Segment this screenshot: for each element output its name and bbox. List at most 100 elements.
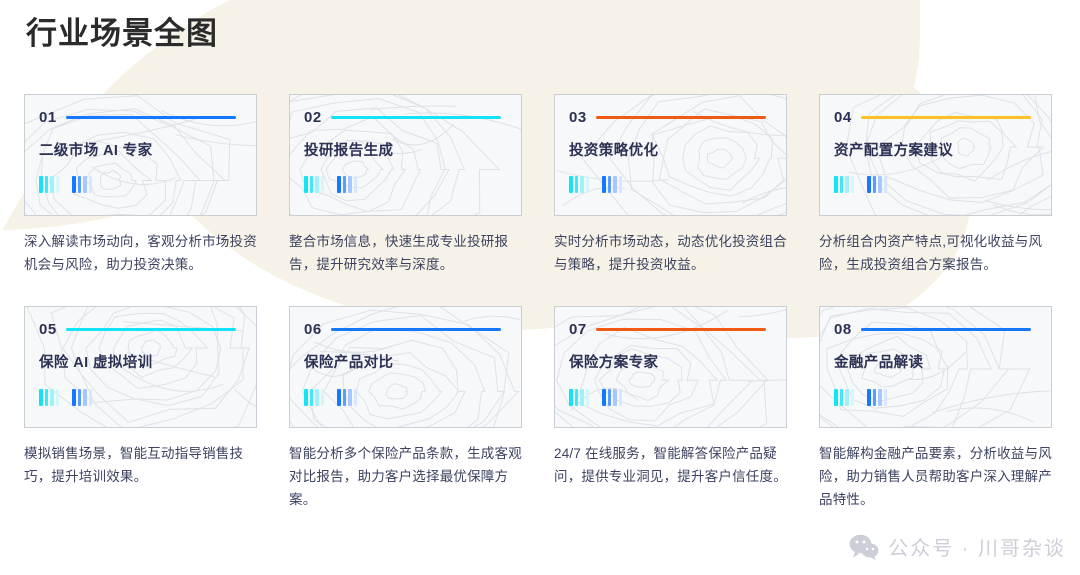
bar-group-blue (867, 176, 887, 194)
bar-segment (850, 388, 854, 406)
card-accent-line (595, 328, 766, 332)
card-accent-line (860, 116, 1031, 119)
bar-segment (872, 176, 876, 194)
card-header: 03 (569, 109, 772, 126)
bar-group-cyan (304, 388, 324, 406)
bar-segment (607, 388, 611, 406)
card-title: 保险方案专家 (569, 355, 659, 372)
signal-bars-icon (39, 388, 242, 406)
watermark: 公众号 · 川哥杂谈 (849, 532, 1066, 561)
card-header: 08 (834, 321, 1037, 338)
card-number: 06 (304, 321, 322, 339)
card-number: 03 (569, 109, 587, 126)
bar-segment (342, 388, 346, 406)
card-description: 24/7 在线服务，智能解答保险产品疑问，提供专业洞见，提升客户信任度。 (554, 446, 787, 485)
bar-segment (83, 176, 87, 194)
bar-segment (585, 388, 589, 406)
bar-group-cyan (569, 388, 589, 406)
bar-group-blue (337, 388, 357, 406)
bar-segment (883, 176, 887, 194)
card-number: 04 (834, 109, 852, 126)
scenario-cell: 01 二级市场 AI 专家深入解读市场动向，客观分析市场投资机会与风险，助力投资决… (24, 94, 259, 276)
card-header: 02 (304, 109, 507, 126)
scenario-card[interactable]: 07 保险方案专家 (554, 306, 787, 429)
card-header: 01 (39, 109, 242, 126)
bar-segment (320, 176, 324, 194)
bar-segment (618, 176, 622, 194)
card-description: 整合市场信息，快速生成专业投研报告，提升研究效率与深度。 (289, 234, 509, 272)
bar-group-blue (602, 176, 622, 194)
card-header: 06 (304, 321, 507, 338)
card-title: 保险产品对比 (304, 355, 394, 372)
bar-group-blue (72, 388, 92, 406)
card-accent-line (65, 116, 236, 119)
bar-segment (50, 176, 54, 194)
bar-segment (845, 176, 849, 194)
bar-segment (39, 388, 43, 406)
bar-segment (613, 176, 617, 194)
card-title: 金融产品解读 (834, 355, 924, 372)
bar-segment (569, 176, 573, 194)
bar-segment (574, 388, 578, 406)
card-number: 05 (39, 321, 57, 339)
bar-segment (309, 176, 313, 194)
bar-group-cyan (304, 176, 324, 194)
scenario-card[interactable]: 01 二级市场 AI 专家 (24, 94, 257, 216)
bar-group-cyan (39, 388, 59, 406)
page-title: 行业场景全图 (26, 16, 218, 51)
bar-segment (44, 388, 48, 406)
bar-segment (337, 176, 341, 194)
bar-segment (602, 388, 606, 406)
card-title: 投资策略优化 (569, 143, 659, 159)
bar-segment (569, 388, 573, 406)
bar-segment (878, 388, 882, 406)
scenario-card[interactable]: 08 金融产品解读 (819, 306, 1052, 429)
card-number: 01 (39, 109, 57, 126)
bar-segment (834, 176, 838, 194)
signal-bars-icon (569, 388, 772, 406)
card-accent-line (65, 328, 236, 332)
bar-segment (878, 176, 882, 194)
card-header: 07 (569, 321, 772, 338)
scenario-card[interactable]: 03 投资策略优化 (554, 94, 787, 216)
signal-bars-icon (39, 175, 242, 194)
card-number: 02 (304, 109, 322, 126)
bar-segment (83, 388, 87, 406)
bar-group-cyan (834, 388, 854, 406)
bar-segment (88, 176, 92, 194)
card-number: 08 (834, 321, 852, 339)
card-description: 模拟销售场景，智能互动指导销售技巧，提升培训效果。 (24, 446, 244, 485)
bar-segment (353, 388, 357, 406)
bar-segment (315, 388, 319, 406)
scenario-card[interactable]: 06 保险产品对比 (289, 306, 522, 429)
bar-segment (867, 176, 871, 194)
bar-group-cyan (569, 176, 589, 194)
bar-segment (834, 388, 838, 406)
card-accent-line (330, 116, 501, 119)
card-description: 深入解读市场动向，客观分析市场投资机会与风险，助力投资决策。 (24, 234, 257, 272)
signal-bars-icon (569, 175, 772, 194)
bar-group-blue (72, 176, 92, 194)
card-title: 二级市场 AI 专家 (39, 143, 153, 159)
bar-segment (315, 176, 319, 194)
bar-segment (850, 176, 854, 194)
bar-segment (839, 176, 843, 194)
card-header: 04 (834, 109, 1037, 126)
card-content: 06 保险产品对比 (290, 307, 521, 406)
bar-group-blue (337, 176, 357, 194)
bar-segment (602, 176, 606, 194)
watermark-text: 公众号 · 川哥杂谈 (888, 538, 1066, 560)
card-accent-line (595, 116, 766, 119)
bar-segment (348, 388, 352, 406)
bar-segment (39, 176, 43, 194)
card-header: 05 (39, 321, 242, 338)
card-description: 分析组合内资产特点,可视化收益与风险，生成投资组合方案报告。 (819, 234, 1043, 272)
bar-segment (618, 388, 622, 406)
